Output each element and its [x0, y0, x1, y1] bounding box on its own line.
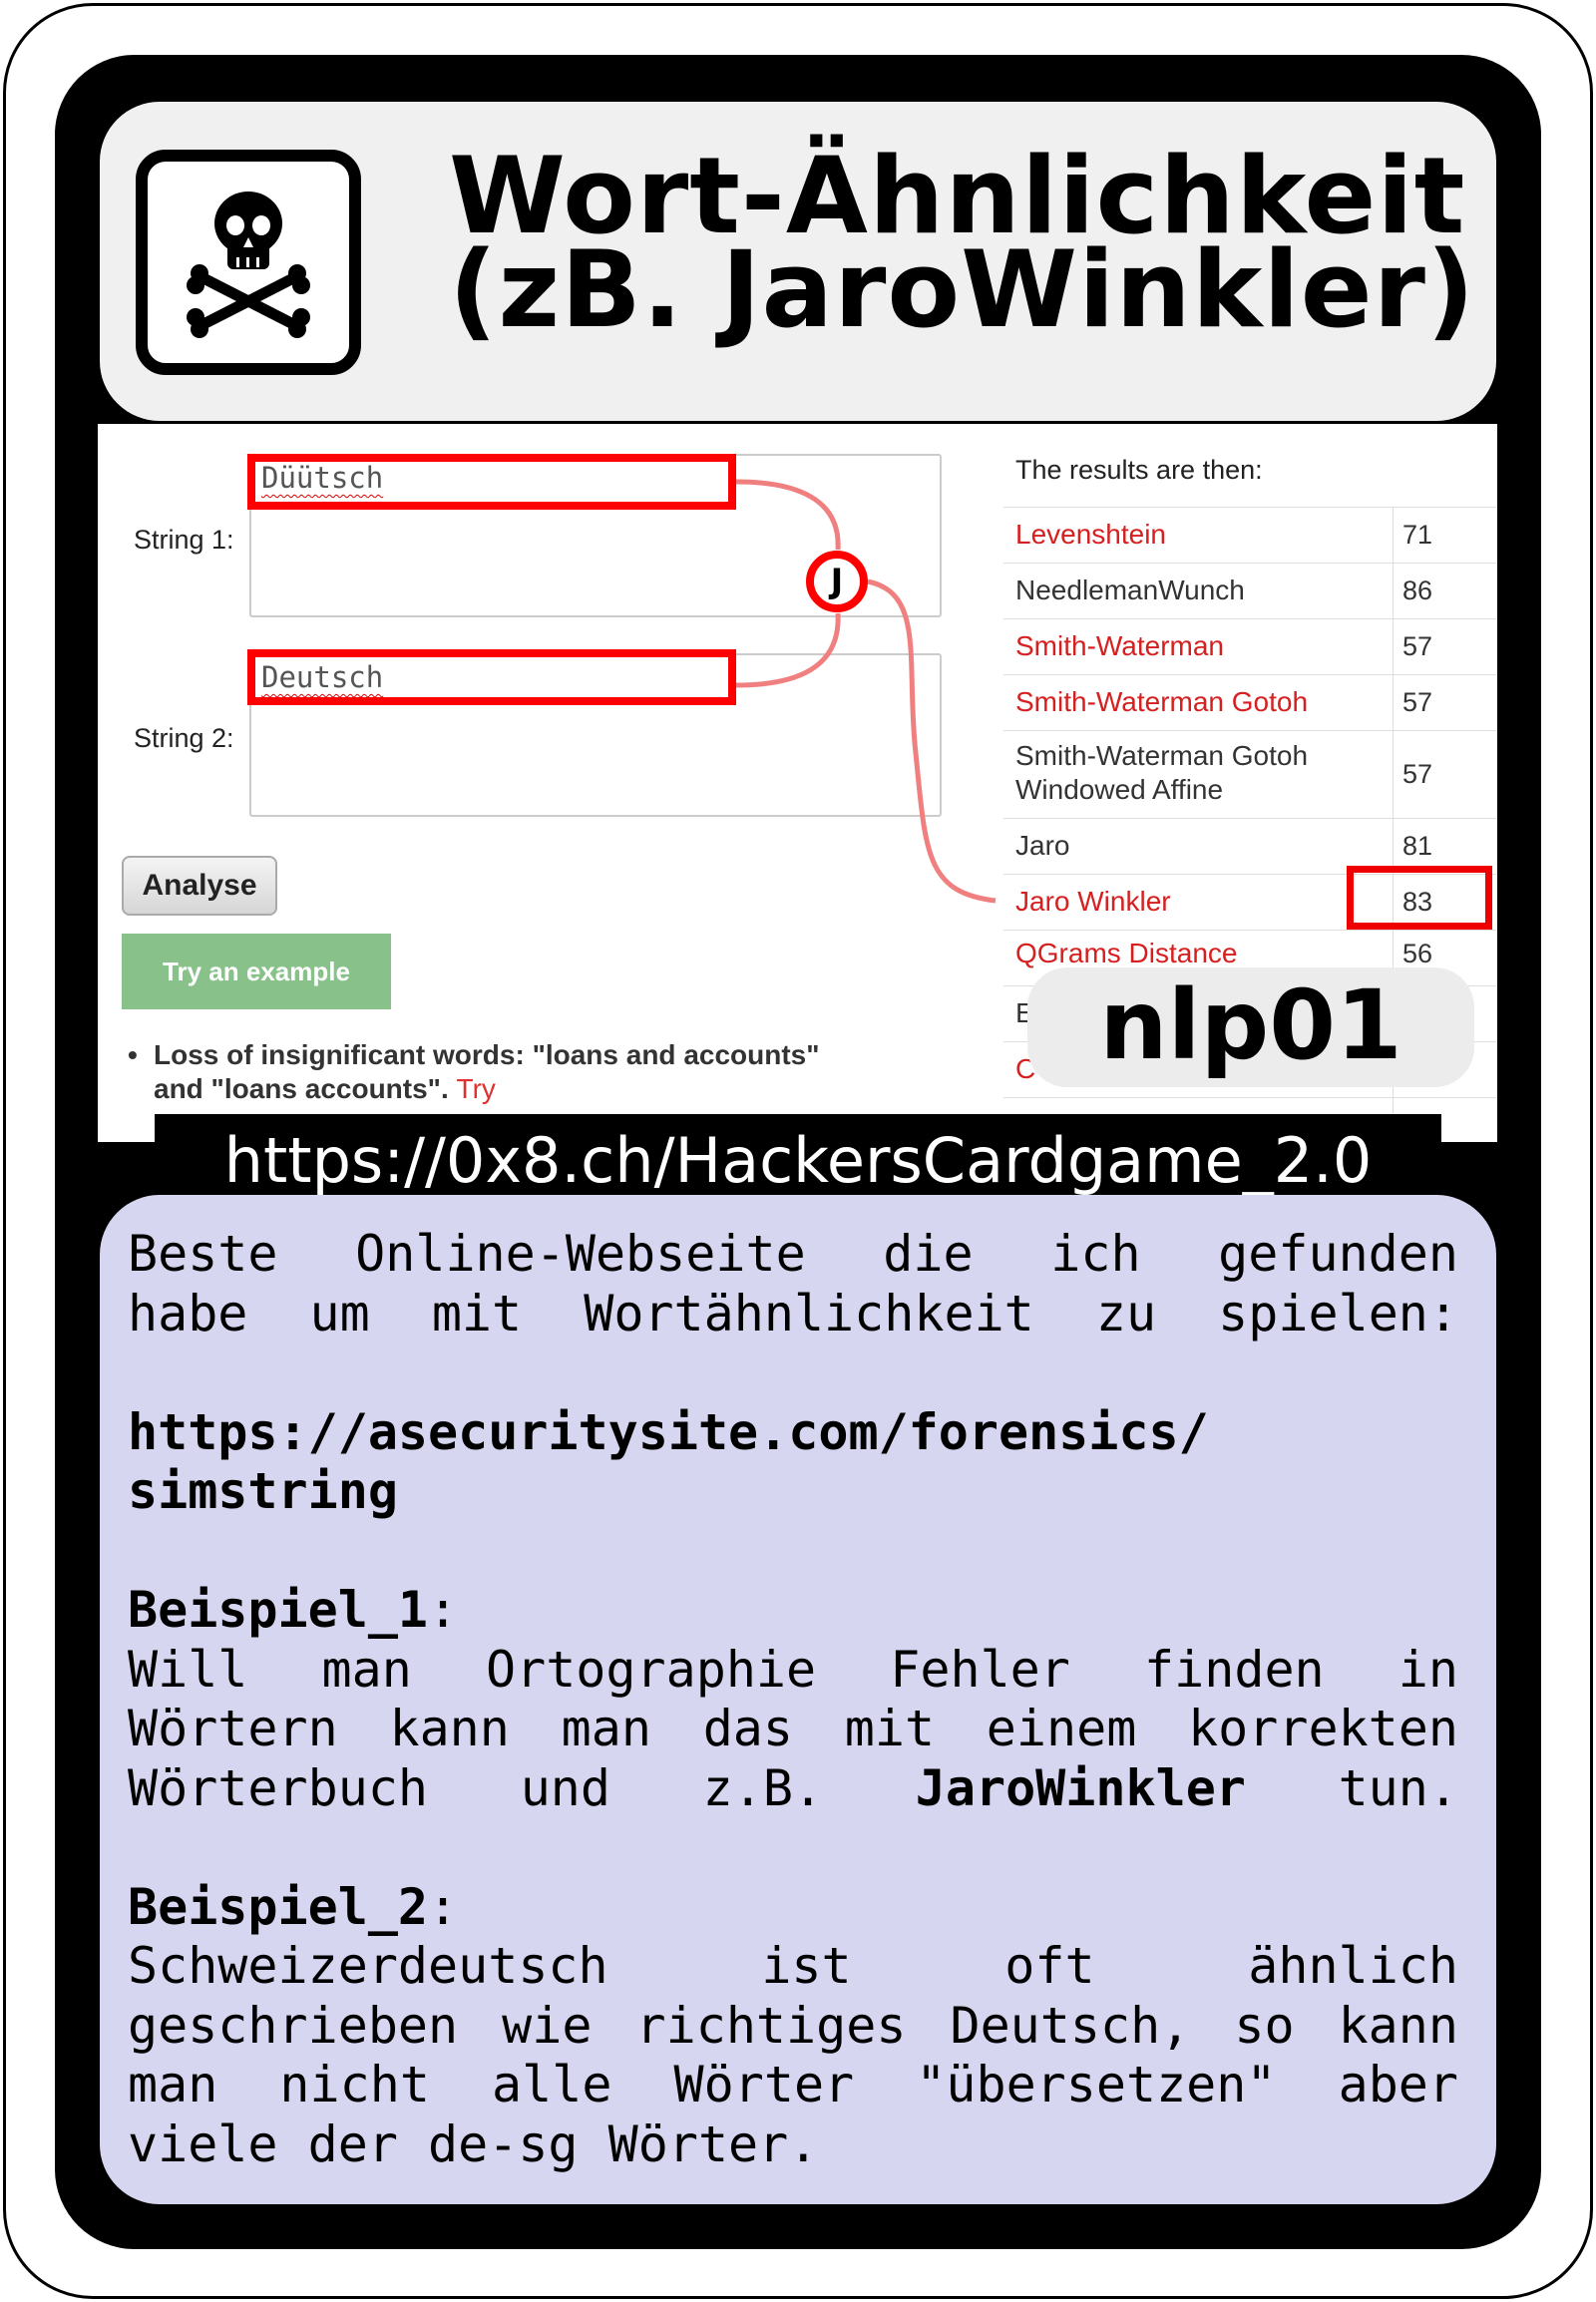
string1-label: String 1: [134, 525, 234, 555]
intro-line: Beste Online-Webseite die ich gefunden [128, 1225, 1458, 1283]
try-link[interactable]: Try [456, 1073, 496, 1104]
result-name[interactable]: Smith-Waterman Gotoh [1015, 686, 1309, 717]
try-example-button[interactable]: Try an example [122, 934, 391, 1009]
embedded-screenshot: String 1: Düütsch String 2: Deutsch J An… [98, 424, 1497, 1142]
table-row: QGrams Distance 56 [1003, 930, 1497, 986]
result-value: 81 [1402, 831, 1433, 861]
example-1-heading: Beispiel_1: [128, 1581, 459, 1639]
score-highlight [1347, 866, 1492, 930]
result-name: Jaro [1015, 830, 1070, 861]
result-value: 71 [1402, 520, 1433, 550]
example-1-line: Wörterbuch und z.B. JaroWinkler tun. [128, 1758, 1458, 1817]
string2-label: String 2: [134, 723, 234, 753]
example-2-line: viele der de-sg Wörter. [128, 2114, 819, 2173]
result-value: 83 [1402, 887, 1433, 917]
bullet-item: • Loss of insignificant words: "loans an… [128, 1038, 872, 1106]
result-value: 57 [1402, 759, 1433, 789]
result-value: 57 [1402, 631, 1433, 661]
bullet-icon: • [128, 1039, 138, 1070]
table-row: Smith-Waterman Gotoh 57 [1003, 674, 1497, 731]
table-row [1003, 1097, 1497, 1142]
string1-highlight [247, 454, 736, 510]
connector-lines [735, 479, 997, 904]
example-2-line: man nicht alle Wörter "übersetzen" aber [128, 2056, 1458, 2113]
results-heading: The results are then: [1015, 455, 1263, 485]
table-row: Smith-Waterman 57 [1003, 618, 1497, 675]
example-2-line: Schweizerdeutsch ist oft ähnlich [128, 1937, 1458, 1995]
example-1-line: Wörtern kann man das mit einem korrekten [128, 1700, 1458, 1757]
table-row: Jaro Winkler 83 [1003, 874, 1497, 931]
intro-line: habe um mit Wortähnlichkeit zu spielen: [128, 1284, 1458, 1343]
reference-link[interactable]: simstring [128, 1462, 398, 1520]
result-name-line2: Windowed Affine [1015, 774, 1224, 805]
result-name: Smith-Waterman Gotoh [1015, 740, 1309, 771]
card-title: Wort-Ähnlichkeit (zB. JaroWinkler) [449, 135, 1476, 351]
result-name[interactable]: Jaro Winkler [1015, 886, 1171, 917]
card-id-badge: nlp01 [1027, 967, 1474, 1087]
example-2-heading: Beispiel_2: [128, 1877, 459, 1936]
description-panel [100, 1195, 1496, 2204]
string2-textarea[interactable] [249, 653, 942, 817]
result-value: 57 [1402, 687, 1433, 717]
table-row: Levenshtein 71 [1003, 507, 1497, 564]
table-row: NeedlemanWunch 86 [1003, 563, 1497, 619]
title-line-1: Wort-Ähnlichkeit [449, 135, 1466, 257]
result-name[interactable]: QGrams Distance [1015, 938, 1238, 968]
result-name: NeedlemanWunch [1015, 575, 1245, 605]
jaro-winkler-marker: J [806, 551, 868, 612]
result-value: 56 [1402, 939, 1433, 968]
result-name[interactable]: Smith-Waterman [1015, 630, 1225, 661]
title-line-2: (zB. JaroWinkler) [449, 228, 1476, 351]
string1-value: Düütsch [261, 461, 384, 495]
table-divider [1393, 507, 1394, 1142]
table-row: Jaro 81 [1003, 818, 1497, 875]
analyse-button[interactable]: Analyse [122, 856, 277, 916]
result-value: 86 [1402, 576, 1433, 605]
skull-crossbones-icon [136, 150, 361, 375]
table-row: Smith-Waterman Gotoh Windowed Affine 57 [1003, 730, 1497, 819]
description-text: Beste Online-Webseite die ich gefunden h… [128, 1225, 1458, 2174]
example-2-line: geschrieben wie richtiges Deutsch, so ka… [128, 1996, 1458, 2055]
result-name[interactable]: Levenshtein [1015, 519, 1167, 550]
bullet-text: Loss of insignificant words: "loans and … [154, 1039, 820, 1104]
string2-value: Deutsch [261, 660, 384, 694]
reference-link[interactable]: https://asecuritysite.com/forensics/ [128, 1402, 1209, 1461]
string2-highlight [247, 649, 736, 705]
example-1-line: Will man Ortographie Fehler finden in [128, 1640, 1458, 1699]
